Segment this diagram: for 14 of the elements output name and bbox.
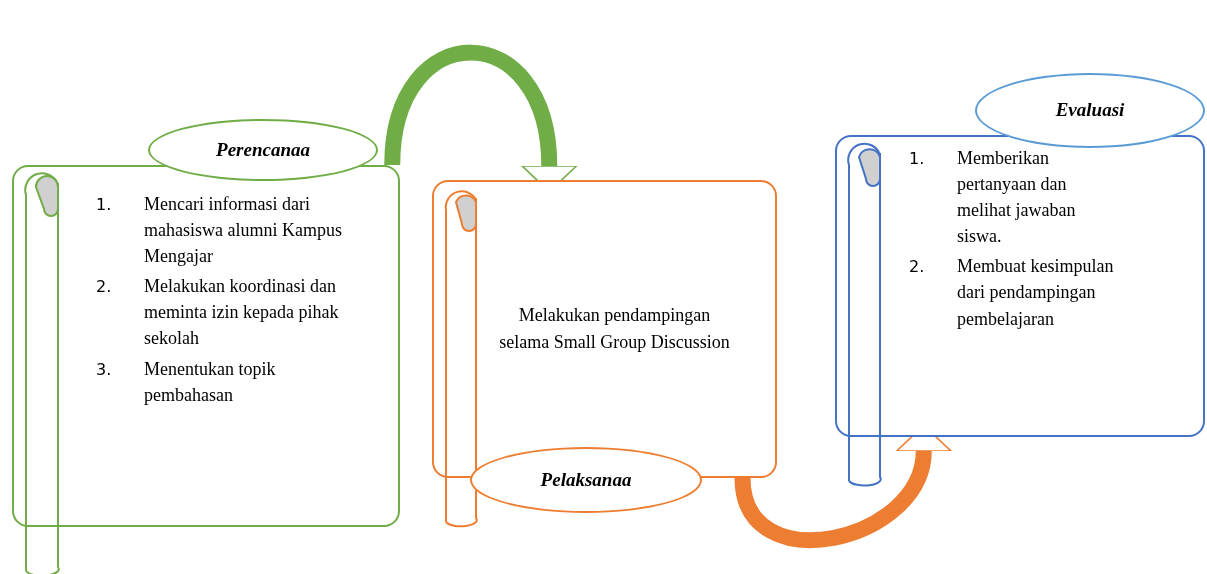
list-number: 1. (96, 194, 113, 216)
list-number: 2. (909, 256, 926, 279)
list-number: 1. (909, 148, 926, 170)
list-number: 3. (96, 358, 113, 381)
stage-title: Evaluasi (1055, 98, 1125, 123)
list-item: Membuat kesimpulan dari pendampingan pembelajaran (957, 255, 1114, 331)
list-number: 2. (96, 276, 113, 299)
description-text: Melakukan pendampingan selama Small Group Discussion (498, 304, 731, 354)
stage-title: Pelaksanaa (540, 467, 632, 492)
list-item: Memberikan pertanyaan dan melihat jawaban siswa. (957, 147, 1077, 249)
stage-title: Perencanaa (216, 137, 310, 162)
list-item: Mencari informasi dari mahasiswa alumni Kampus Mengajar (144, 193, 343, 269)
list-item: Menentukan topik pembahasan (144, 357, 277, 407)
list-item: Melakukan koordinasi dan meminta izin kepada pihak sekolah (144, 275, 340, 351)
